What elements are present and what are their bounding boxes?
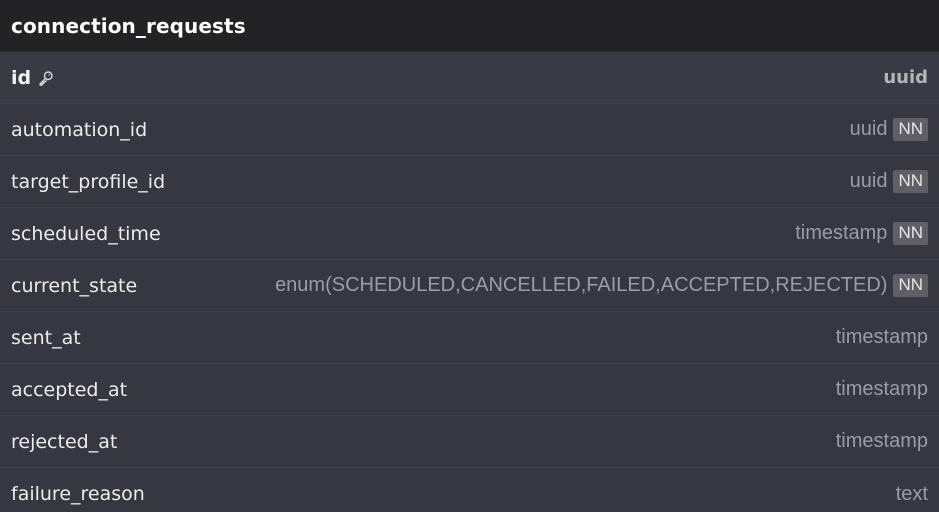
column-row-target-profile-id[interactable]: target_profile_id uuid NN: [0, 156, 939, 208]
column-type-group: enum(SCHEDULED,CANCELLED,FAILED,ACCEPTED…: [275, 274, 928, 297]
not-null-badge: NN: [893, 222, 928, 245]
column-type: timestamp: [835, 326, 928, 348]
column-type-group: uuid NN: [850, 170, 928, 193]
column-name-group: rejected_at: [11, 431, 117, 453]
column-name-group: scheduled_time: [11, 223, 161, 245]
column-row-rejected-at[interactable]: rejected_at timestamp: [0, 416, 939, 468]
column-type-group: timestamp: [836, 378, 928, 401]
column-name-group: automation_id: [11, 119, 147, 141]
column-name: current_state: [11, 274, 138, 297]
not-null-badge: NN: [893, 170, 928, 193]
column-name-group: failure_reason: [11, 483, 145, 505]
column-row-accepted-at[interactable]: accepted_at timestamp: [0, 364, 939, 416]
column-row-failure-reason[interactable]: failure_reason text: [0, 468, 939, 512]
column-name-group: current_state: [11, 275, 137, 297]
column-name-group: id: [11, 67, 56, 89]
table-title: connection_requests: [11, 13, 246, 38]
column-name-group: accepted_at: [11, 379, 127, 401]
column-type: enum(SCHEDULED,CANCELLED,FAILED,ACCEPTED…: [275, 274, 888, 296]
column-type-group: uuid: [883, 67, 928, 88]
column-type-group: text: [896, 483, 928, 506]
column-name: target_profile_id: [11, 170, 166, 193]
column-row-automation-id[interactable]: automation_id uuid NN: [0, 104, 939, 156]
column-name: accepted_at: [11, 378, 128, 401]
column-type-group: uuid NN: [850, 118, 928, 141]
column-row-sent-at[interactable]: sent_at timestamp: [0, 312, 939, 364]
not-null-badge: NN: [893, 274, 928, 297]
column-name-group: target_profile_id: [11, 171, 165, 193]
column-type-group: timestamp: [836, 326, 928, 349]
column-name: id: [11, 66, 32, 89]
column-type: uuid: [849, 170, 888, 192]
key-icon: [36, 68, 56, 88]
column-row-scheduled-time[interactable]: scheduled_time timestamp NN: [0, 208, 939, 260]
column-type: uuid: [849, 118, 888, 140]
not-null-badge: NN: [893, 118, 928, 141]
column-list: id uuid automation_id uuid NN: [0, 52, 939, 512]
column-row-id[interactable]: id uuid: [0, 52, 939, 104]
column-name: rejected_at: [11, 430, 118, 453]
column-name: scheduled_time: [11, 222, 161, 245]
column-type: timestamp: [835, 430, 928, 452]
column-type: timestamp: [835, 378, 928, 400]
table-header[interactable]: connection_requests: [0, 0, 939, 52]
column-type: timestamp: [795, 222, 888, 244]
column-type: uuid: [883, 67, 928, 88]
column-name: sent_at: [11, 326, 81, 349]
column-row-current-state[interactable]: current_state enum(SCHEDULED,CANCELLED,F…: [0, 260, 939, 312]
column-type-group: timestamp: [836, 430, 928, 453]
column-type: text: [895, 482, 928, 505]
column-name: failure_reason: [11, 483, 145, 505]
column-type-group: timestamp NN: [795, 222, 928, 245]
column-name: automation_id: [11, 118, 148, 141]
column-name-group: sent_at: [11, 327, 81, 349]
